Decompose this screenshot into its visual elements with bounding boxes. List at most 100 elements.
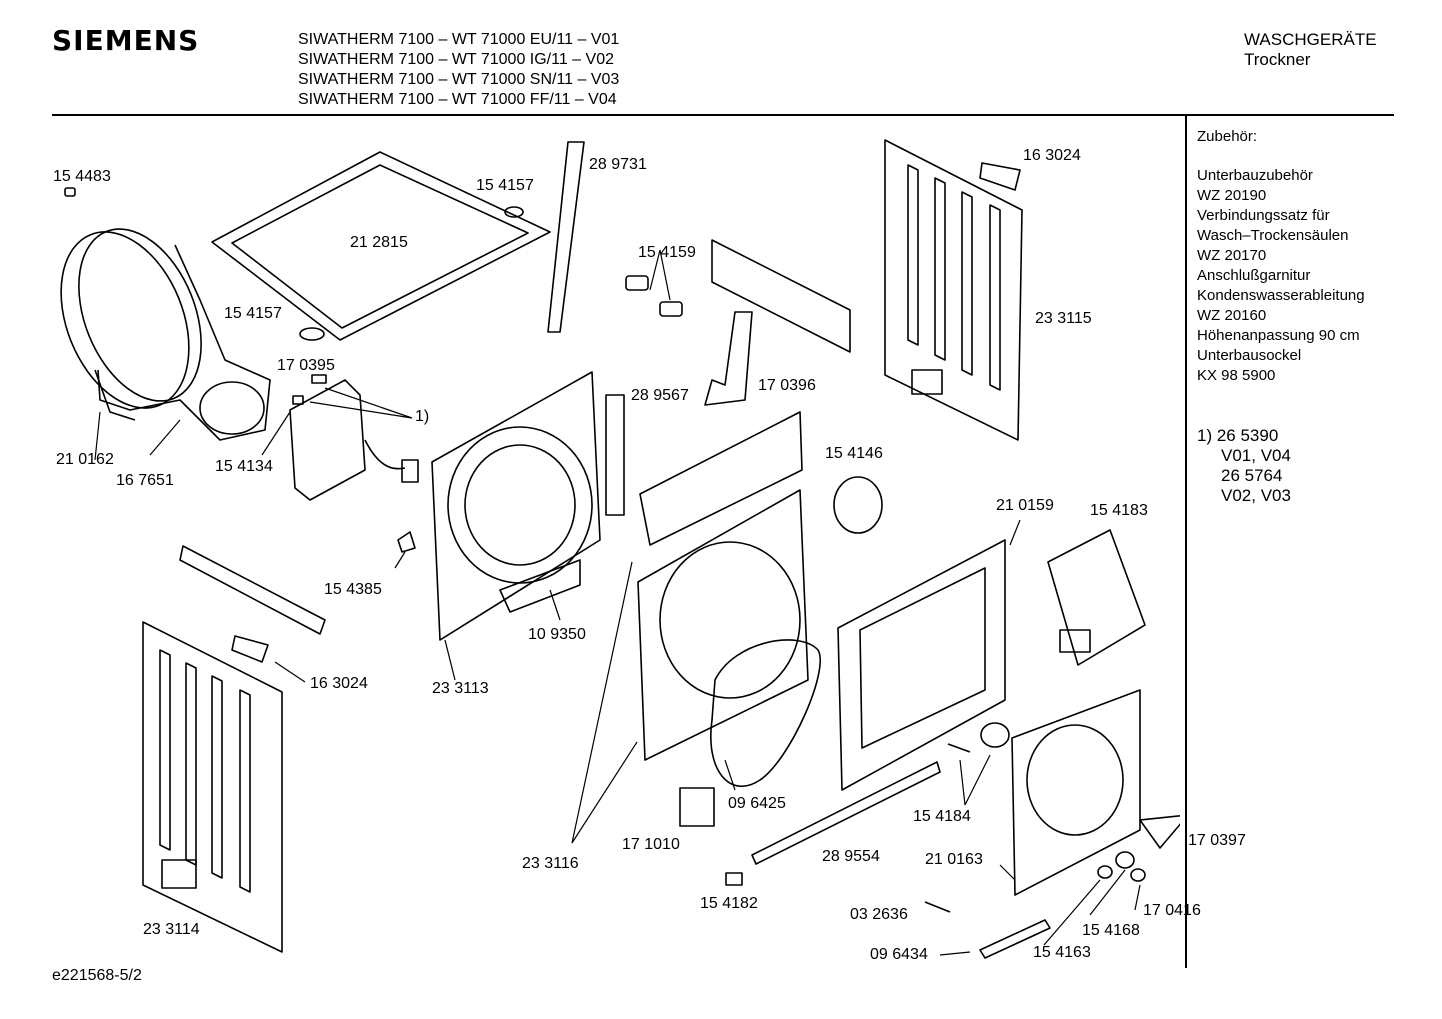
- bushing-part: [1115, 851, 1135, 869]
- part-label: 15 4157: [476, 177, 534, 194]
- part-label: 15 4183: [1090, 502, 1148, 519]
- side-panel-right-part: [884, 139, 1023, 441]
- part-label: 23 3113: [432, 680, 489, 697]
- accessory-line: Verbindungssatz für: [1197, 207, 1330, 224]
- hinge-part: [625, 275, 649, 291]
- door-part: [1011, 689, 1141, 896]
- plug-part: [64, 187, 76, 197]
- part-label: 16 7651: [116, 472, 174, 489]
- part-label: 28 9731: [589, 156, 647, 173]
- top-cover-part: [211, 151, 551, 341]
- footnote: 1) 26 5390 V01, V04 26 5764 V02, V03: [1197, 426, 1427, 506]
- part-label: 15 4168: [1082, 922, 1140, 939]
- part-label: 15 4182: [700, 895, 758, 912]
- part-label: 17 0397: [1188, 832, 1246, 849]
- accessories-title: Zubehör:: [1197, 128, 1258, 145]
- door-gasket-part: [710, 639, 821, 787]
- part-label: 21 2815: [350, 234, 408, 251]
- cap-part: [299, 327, 325, 341]
- screw-part: [924, 901, 951, 913]
- part-label: 15 4134: [215, 458, 273, 475]
- part-label: 23 3116: [522, 855, 579, 872]
- accessory-line: Anschlußgarnitur: [1197, 267, 1311, 284]
- part-label: 28 9554: [822, 848, 880, 865]
- model-line: SIWATHERM 7100 – WT 71000 SN/11 – V03: [298, 71, 620, 88]
- model-line: SIWATHERM 7100 – WT 71000 IG/11 – V02: [298, 51, 614, 68]
- side-panel-left-part: [142, 621, 283, 953]
- bushing-part: [1130, 868, 1146, 882]
- part-label: 17 0395: [277, 357, 335, 374]
- accessory-line: Kondenswasserableitung: [1197, 287, 1365, 304]
- category-title: WASCHGERÄTE: [1244, 30, 1377, 49]
- part-label: 17 1010: [622, 836, 680, 853]
- footnote-line: 1) 26 5390: [1197, 426, 1279, 445]
- drum-rear-housing-part: [60, 228, 271, 441]
- part-label: 15 4163: [1033, 944, 1091, 961]
- trim-strip-part: [751, 761, 941, 865]
- part-label: 1): [415, 408, 430, 425]
- drawing-id: e221568-5/2: [52, 967, 142, 984]
- part-label: 21 0162: [56, 451, 114, 468]
- front-frame-part: [637, 489, 809, 761]
- category-subtitle: Trockner: [1244, 50, 1311, 69]
- foot-part: [231, 635, 269, 663]
- part-label: 16 3024: [1023, 147, 1081, 164]
- accessory-line: Unterbausockel: [1197, 347, 1302, 364]
- rail-bracket-part: [711, 239, 851, 353]
- part-label: 15 4157: [224, 305, 282, 322]
- part-label: 03 2636: [850, 906, 908, 923]
- footnote-line: V02, V03: [1221, 486, 1291, 505]
- accessory-line: Höhenanpassung 90 cm: [1197, 327, 1360, 344]
- part-label: 10 9350: [528, 626, 586, 643]
- part-label: 23 3114: [143, 921, 200, 938]
- part-label: 09 6434: [870, 946, 928, 963]
- accessories-panel: Zubehör: Unterbauzubehör WZ 20190 Verbin…: [1197, 127, 1427, 506]
- part-label: 16 3024: [310, 675, 368, 692]
- part-label: 21 0159: [996, 497, 1054, 514]
- part-label: 15 4184: [913, 808, 971, 825]
- front-strip-part: [547, 141, 585, 333]
- part-label: 09 6425: [728, 795, 786, 812]
- frame-top-part: [639, 411, 803, 546]
- exploded-view-drawing: [60, 139, 1180, 959]
- foot-part: [979, 162, 1021, 191]
- door-lock-kit-part: [1047, 529, 1146, 666]
- hinge-part: [659, 301, 683, 317]
- capacitor-part: [679, 787, 715, 827]
- accessory-line: KX 98 5900: [1197, 367, 1276, 384]
- belt-part: [979, 919, 1051, 959]
- part-label: 17 0416: [1143, 902, 1201, 919]
- part-label: 17 0396: [758, 377, 816, 394]
- footnote-line: 26 5764: [1221, 466, 1283, 485]
- accessory-line: Unterbauzubehör: [1197, 167, 1313, 184]
- bracket-part: [704, 311, 753, 406]
- rail-part: [179, 545, 326, 635]
- knob-part: [980, 722, 1010, 748]
- cap-part: [504, 206, 524, 218]
- part-label: 21 0163: [925, 851, 983, 868]
- accessory-line: WZ 20160: [1197, 307, 1267, 324]
- heater-part: [605, 394, 625, 516]
- part-label: 15 4483: [53, 168, 111, 185]
- accessory-line: Wasch–Trockensäulen: [1197, 227, 1349, 244]
- accessory-line: WZ 20170: [1197, 247, 1267, 264]
- button-part: [1097, 865, 1113, 879]
- category-block: WASCHGERÄTE Trockner: [1244, 30, 1377, 70]
- model-line: SIWATHERM 7100 – WT 71000 FF/11 – V04: [298, 91, 617, 108]
- part-label: 15 4159: [638, 244, 696, 261]
- front-panel-part: [837, 539, 1006, 791]
- model-list: SIWATHERM 7100 – WT 71000 EU/11 – V01 SI…: [298, 30, 619, 110]
- leader-lines: [94, 249, 1141, 956]
- part-label: 15 4385: [324, 581, 382, 598]
- model-line: SIWATHERM 7100 – WT 71000 EU/11 – V01: [298, 31, 620, 48]
- lock-part: [1059, 629, 1091, 653]
- control-module-part: [289, 374, 419, 501]
- part-label: 23 3115: [1035, 310, 1092, 327]
- sidebar-divider: [1185, 116, 1187, 968]
- clip-part: [397, 531, 416, 553]
- spring-part: [947, 743, 971, 753]
- part-label: 28 9567: [631, 387, 689, 404]
- hinge-part: [1139, 815, 1180, 849]
- brand-logo: SIEMENS: [52, 24, 200, 57]
- part-label: 15 4146: [825, 445, 883, 462]
